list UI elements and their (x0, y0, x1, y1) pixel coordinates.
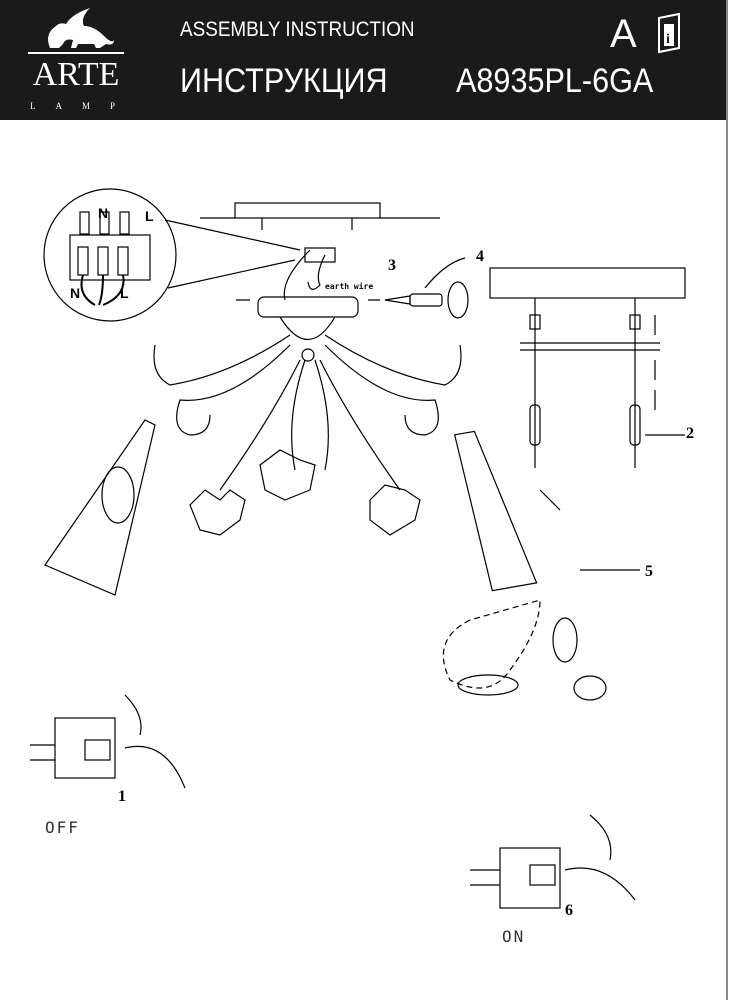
instruction-book-icon: i (655, 12, 685, 59)
wire-label-l-top: L (145, 208, 154, 224)
language-letter: A (610, 12, 637, 56)
bulb-step-5 (442, 489, 640, 701)
brand-subtitle: LAMP (30, 101, 136, 111)
winged-lion-icon (28, 8, 124, 54)
page-border (726, 0, 728, 1000)
step-2-label: 2 (686, 425, 694, 442)
title-english: ASSEMBLY INSTRUCTION (180, 18, 415, 41)
wall-switch-off (30, 694, 186, 789)
off-label: OFF (45, 818, 80, 837)
model-number: A8935PL-6GA (456, 62, 654, 100)
ceiling-plate (200, 202, 440, 230)
on-label: ON (502, 927, 526, 946)
mounting-bracket-step-2 (489, 267, 686, 468)
lamp-body (44, 247, 538, 596)
terminal-block-detail (43, 188, 301, 322)
wall-switch-on (470, 814, 636, 909)
step-3-label: 3 (388, 257, 396, 274)
wire-label-n-bottom: N (70, 285, 81, 301)
wire-label-l-bottom: L (120, 285, 129, 301)
step-4-label: 4 (476, 248, 484, 265)
svg-text:i: i (666, 32, 670, 47)
screwdriver-step-4 (236, 257, 469, 319)
leaf-decoration (189, 449, 421, 536)
brand-name: ARTE (32, 56, 120, 93)
step-1-label: 1 (118, 788, 126, 805)
earth-wire-label: earth wire (325, 282, 374, 291)
step-6-label: 6 (565, 902, 573, 919)
step-5-label: 5 (645, 563, 653, 580)
title-russian: ИНСТРУКЦИЯ (180, 62, 388, 100)
assembly-diagram (30, 188, 686, 909)
wire-label-n-top: N (98, 205, 109, 221)
header-band: ARTE LAMP ASSEMBLY INSTRUCTION ИНСТРУКЦИ… (0, 0, 726, 120)
brand-logo: ARTE LAMP (20, 6, 132, 116)
